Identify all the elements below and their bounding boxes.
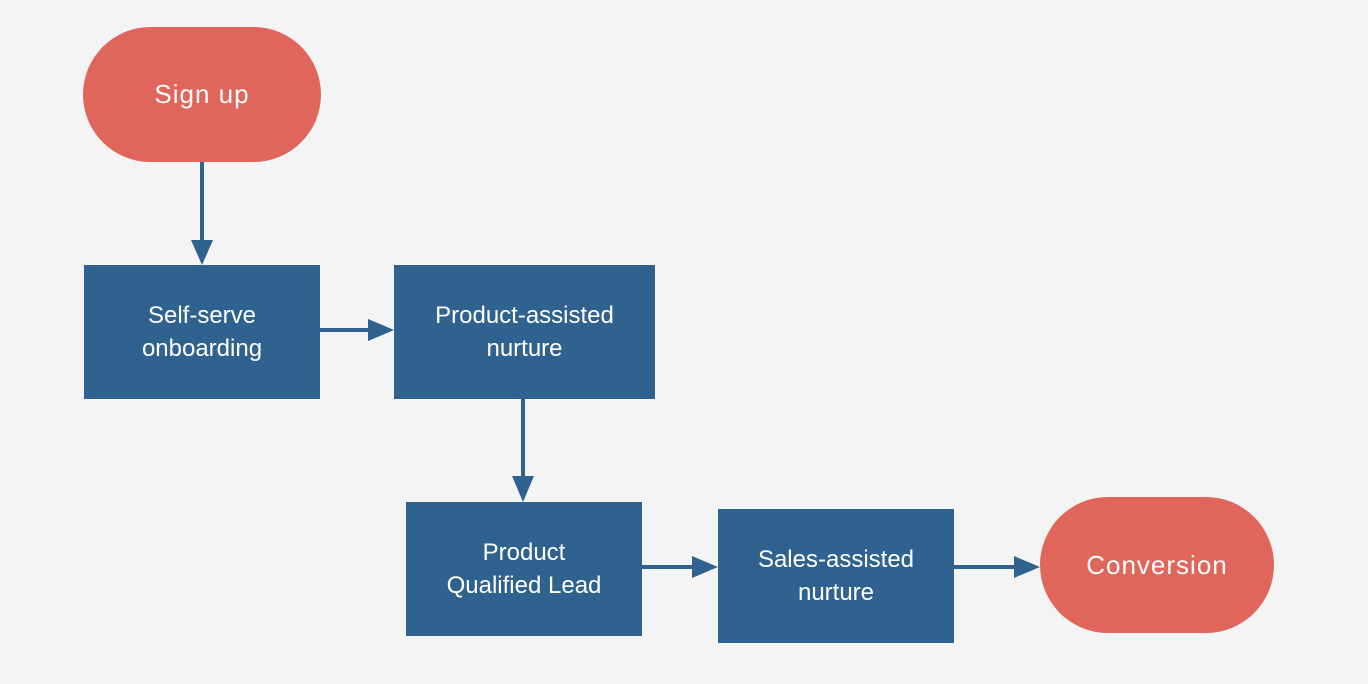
node-sales-assisted-nurture-label: Sales-assisted nurture — [757, 546, 915, 606]
node-product-assisted-nurture-label: Product-assisted nurture — [435, 302, 614, 362]
node-sales-assisted-nurture: Sales-assisted nurture — [718, 509, 954, 643]
node-self-serve-onboarding-label: Self-serve onboarding — [141, 302, 263, 362]
node-product-qualified-lead-label: Product Qualified Lead — [446, 539, 602, 599]
edge-signup-to-selfserve-arrowhead — [191, 240, 213, 265]
edge-productassisted-to-pql-arrowhead — [512, 476, 534, 502]
edge-salesassisted-to-conversion-arrowhead — [1014, 556, 1040, 578]
node-sign-up-label: Sign up — [154, 79, 250, 109]
edge-selfserve-to-productassisted-arrowhead — [368, 319, 394, 341]
node-product-qualified-lead: Product Qualified Lead — [406, 502, 642, 636]
edge-pql-to-salesassisted-arrowhead — [692, 556, 718, 578]
node-product-assisted-nurture: Product-assisted nurture — [394, 265, 655, 399]
node-self-serve-onboarding: Self-serve onboarding — [84, 265, 320, 399]
node-conversion: Conversion — [1040, 497, 1274, 633]
node-sign-up: Sign up — [83, 27, 321, 162]
node-conversion-label: Conversion — [1086, 549, 1228, 580]
